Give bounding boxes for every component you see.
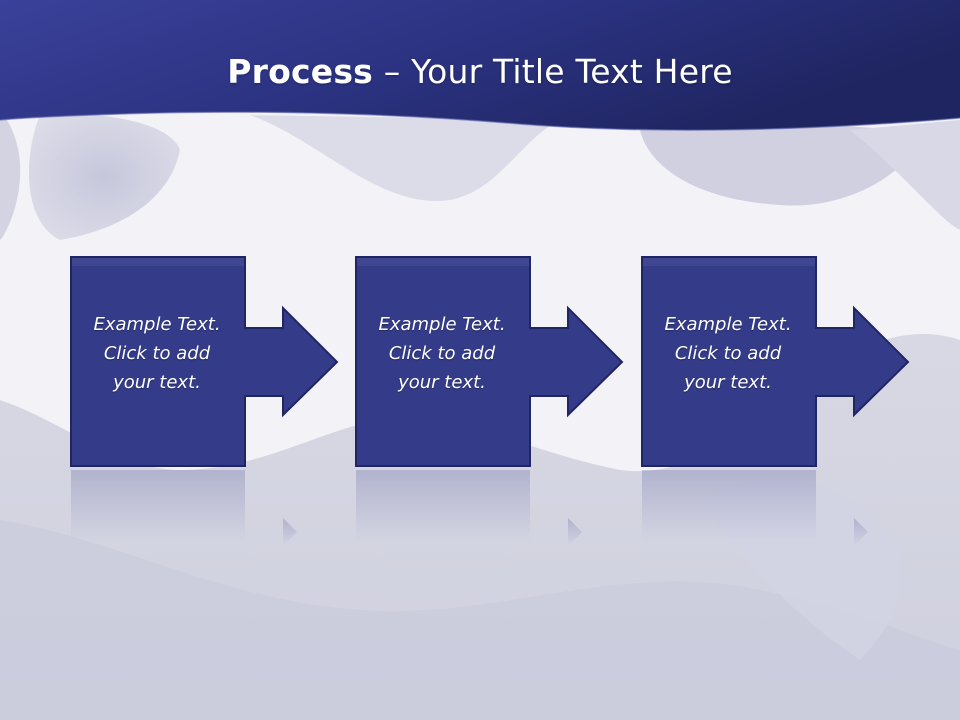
title-rest: – Your Title Text Here (373, 52, 733, 91)
process-arrow-shape (70, 256, 339, 546)
process-step-3[interactable]: Example Text. Click to add your text. (641, 256, 960, 556)
step-text[interactable]: Example Text. Click to add your text. (93, 314, 221, 393)
process-arrow-shape (355, 256, 624, 546)
process-arrow-shape (641, 256, 910, 546)
slide-title[interactable]: Process – Your Title Text Here (0, 52, 960, 91)
process-step-2[interactable]: Example Text. Click to add your text. (355, 256, 695, 556)
step-text[interactable]: Example Text. Click to add your text. (378, 314, 506, 393)
step-text[interactable]: Example Text. Click to add your text. (664, 314, 792, 393)
process-step-1[interactable]: Example Text. Click to add your text. (70, 256, 410, 556)
title-bold: Process (227, 52, 374, 91)
